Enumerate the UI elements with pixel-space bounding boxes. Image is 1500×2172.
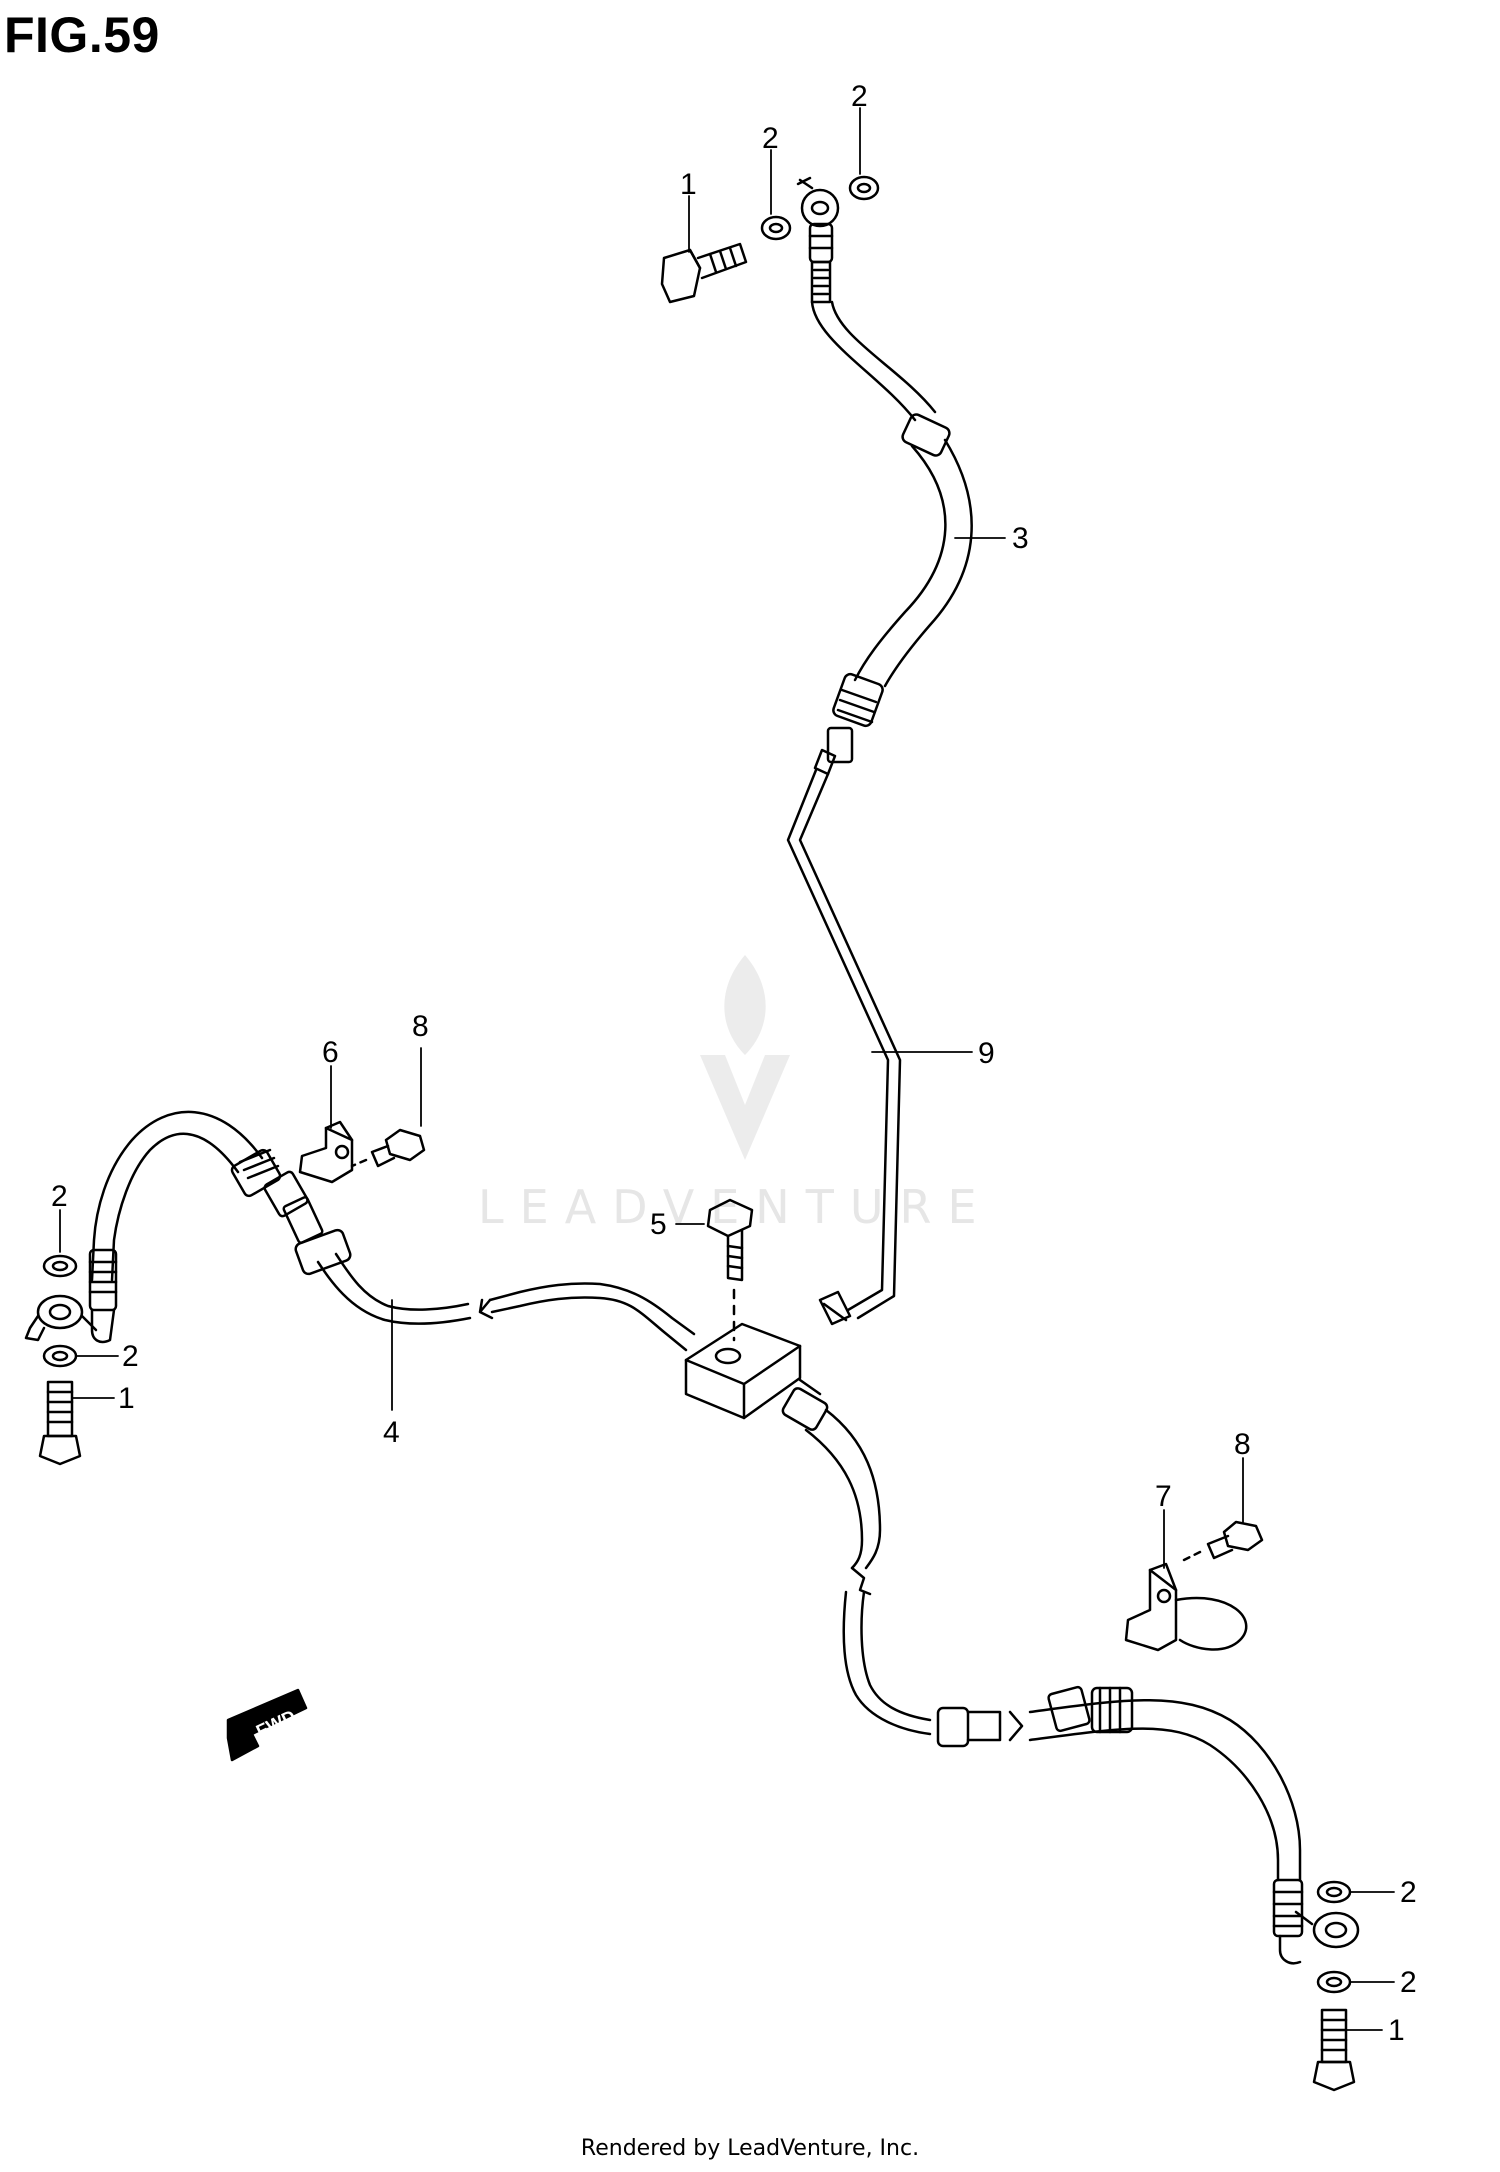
washer-right-lower <box>1316 1970 1352 1994</box>
brake-hose-right <box>781 1378 1304 1965</box>
callout-1-right: 1 <box>1388 2014 1405 2047</box>
fwd-arrow-icon <box>226 1688 308 1762</box>
bolt-8-left <box>350 1128 426 1168</box>
leader-lines <box>59 107 1395 2031</box>
callout-2-left-upper: 2 <box>51 1180 68 1213</box>
callout-2-right-lower: 2 <box>1400 1966 1417 1999</box>
footer-credit: Rendered by LeadVenture, Inc. <box>580 2136 920 2161</box>
washer-top-left <box>760 215 792 241</box>
callout-1-top: 1 <box>680 168 697 201</box>
callout-2-right-upper: 2 <box>1400 1876 1417 1909</box>
brake-hose-4 <box>88 1110 696 1352</box>
callout-2-top-right: 2 <box>851 80 868 113</box>
three-way-joint <box>684 1322 802 1420</box>
watermark-text: LEADVENTURE <box>478 1180 993 1234</box>
bolt-5 <box>706 1198 754 1342</box>
callout-3: 3 <box>1012 522 1029 555</box>
union-bolt-right <box>1312 2008 1356 2092</box>
callout-2-top-left: 2 <box>762 122 779 155</box>
bolt-8-right <box>1182 1520 1264 1562</box>
callout-1-left: 1 <box>118 1382 135 1415</box>
top-banjo-fitting <box>796 176 840 304</box>
washer-top-right <box>848 175 880 201</box>
callout-8-left: 8 <box>412 1010 429 1043</box>
union-bolt-left <box>38 1380 82 1466</box>
union-bolt-top <box>660 242 748 304</box>
callout-9: 9 <box>978 1037 995 1070</box>
bracket-7 <box>1124 1562 1248 1652</box>
callout-4: 4 <box>383 1416 400 1449</box>
brake-hose-3 <box>810 300 973 764</box>
callout-labels: 1 2 2 3 9 6 8 2 2 1 4 5 7 8 2 2 1 <box>51 80 1417 2047</box>
callout-2-left-lower: 2 <box>122 1340 139 1373</box>
callout-8-right: 8 <box>1234 1428 1251 1461</box>
washer-right-upper <box>1316 1880 1352 1904</box>
callout-6: 6 <box>322 1036 339 1069</box>
figure-title: FIG.59 <box>4 7 160 63</box>
washer-left-lower <box>42 1344 78 1368</box>
callout-5: 5 <box>650 1208 667 1241</box>
brake-pipe-9 <box>786 748 902 1326</box>
bracket-6 <box>298 1120 354 1184</box>
callout-7: 7 <box>1155 1480 1172 1513</box>
washer-left-upper <box>42 1254 78 1278</box>
left-banjo-fitting <box>24 1294 98 1342</box>
watermark-logo-icon <box>700 955 790 1160</box>
right-banjo-fitting <box>1294 1910 1360 1949</box>
